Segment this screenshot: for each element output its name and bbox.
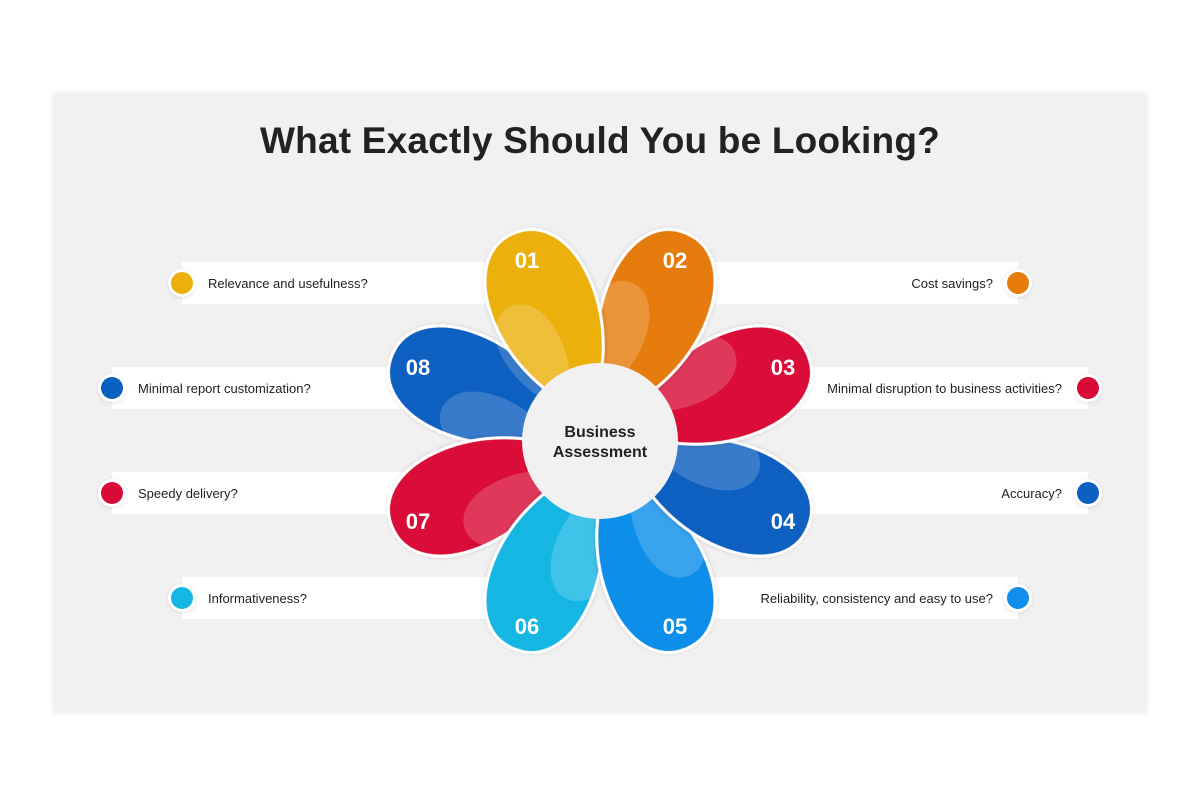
petal-number-01: 01: [514, 248, 540, 273]
item-dot-01: [171, 272, 193, 294]
item-dot-07: [101, 482, 123, 504]
petal-number-02: 02: [662, 248, 688, 273]
item-bar-03: [768, 367, 1088, 409]
item-dot-06: [171, 587, 193, 609]
item-dot-02: [1007, 272, 1029, 294]
petal-number-05: 05: [662, 614, 688, 639]
petal-number-03: 03: [770, 355, 796, 380]
item-label-08: Minimal report customization?: [138, 381, 311, 396]
item-label-03: Minimal disruption to business activitie…: [827, 381, 1062, 396]
center-label: Business Assessment: [530, 423, 670, 463]
item-label-04: Accuracy?: [1001, 486, 1062, 501]
item-bar-04: [768, 472, 1088, 514]
center-label-line1: Business: [564, 424, 636, 441]
petals-group: [387, 228, 813, 654]
item-bar-06: [182, 577, 512, 619]
item-dot-08: [101, 377, 123, 399]
item-label-02: Cost savings?: [911, 276, 993, 291]
petal-number-08: 08: [405, 355, 431, 380]
petal-number-07: 07: [405, 509, 431, 534]
page-title: What Exactly Should You be Looking?: [260, 120, 940, 161]
item-label-01: Relevance and usefulness?: [208, 276, 368, 291]
item-label-05: Reliability, consistency and easy to use…: [760, 591, 993, 606]
center-label-line2: Assessment: [552, 444, 648, 461]
petal-number-04: 04: [770, 509, 796, 534]
item-bar-07: [112, 472, 432, 514]
item-bar-02: [688, 262, 1018, 304]
item-bar-01: [182, 262, 512, 304]
petal-number-06: 06: [514, 614, 540, 639]
item-label-06: Informativeness?: [208, 591, 307, 606]
item-dot-05: [1007, 587, 1029, 609]
item-bar-08: [112, 367, 432, 409]
item-bar-05: [688, 577, 1018, 619]
item-label-07: Speedy delivery?: [138, 486, 238, 501]
item-dot-03: [1077, 377, 1099, 399]
center-disc: [522, 363, 678, 519]
item-dot-04: [1077, 482, 1099, 504]
